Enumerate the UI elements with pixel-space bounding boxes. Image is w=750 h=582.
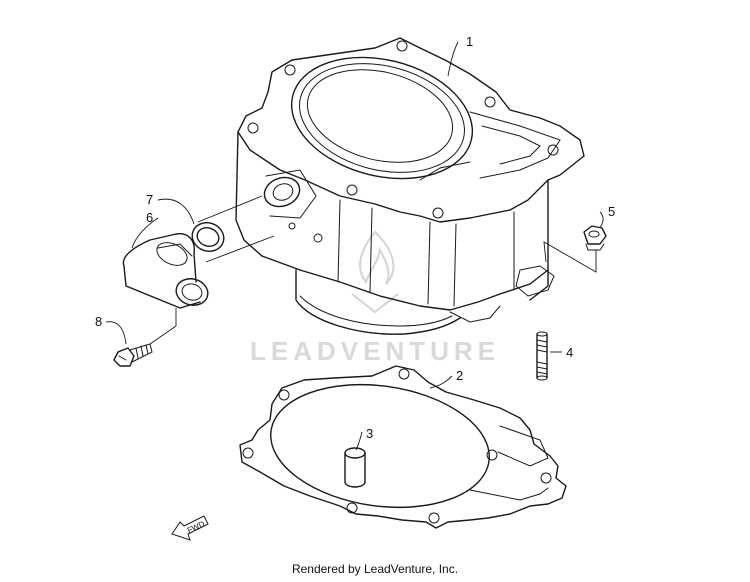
footer-credit: Rendered by LeadVenture, Inc. [291,562,459,576]
watermark: LEADVENTURE [250,230,500,366]
o-ring-part [191,222,225,252]
watermark-text: LEADVENTURE [250,336,500,366]
callout-1: 1 [466,34,473,49]
callout-8: 8 [95,314,102,329]
callout-2: 2 [456,368,463,383]
dowel-pin-part [344,447,366,488]
watermark-flame-icon [351,230,399,314]
part-callouts: 1 2 3 4 5 6 7 8 [95,34,615,441]
callout-5: 5 [608,204,615,219]
forward-arrow-label: FWD [186,519,207,535]
stud-part [536,331,548,381]
callout-leaders [105,41,604,451]
forward-arrow-icon: FWD [171,515,209,541]
callout-4: 4 [566,345,573,360]
water-fitting-part [122,233,209,309]
callout-6: 6 [146,210,153,225]
flange-nut-part [583,225,607,251]
assembly-lines [149,195,597,345]
cylinder-part [235,37,585,335]
base-gasket-part [239,365,567,529]
callout-3: 3 [366,426,373,441]
callout-7: 7 [146,192,153,207]
screw-part [113,343,153,367]
